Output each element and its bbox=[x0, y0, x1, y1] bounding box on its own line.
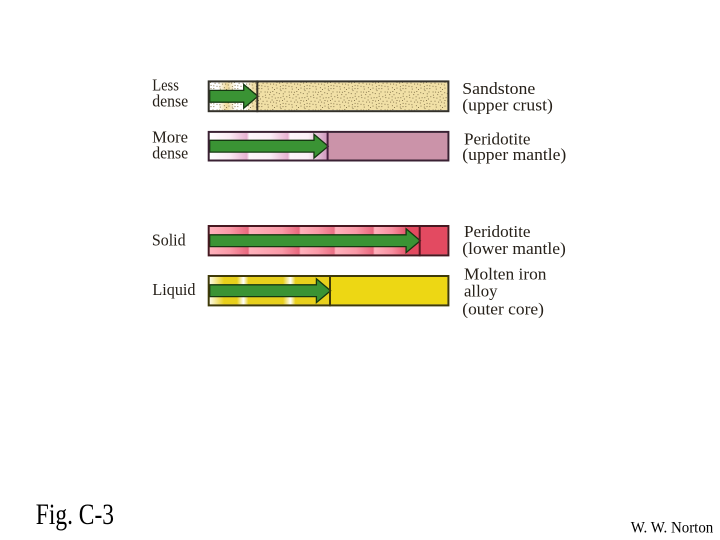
svg-text:Molten iron: Molten iron bbox=[464, 265, 547, 284]
svg-text:(outer core): (outer core) bbox=[462, 300, 544, 319]
svg-text:Fig. C-3: Fig. C-3 bbox=[36, 499, 114, 531]
svg-text:Liquid: Liquid bbox=[152, 280, 196, 299]
svg-text:Solid: Solid bbox=[152, 231, 186, 250]
svg-text:dense: dense bbox=[152, 144, 188, 163]
svg-text:(upper mantle): (upper mantle) bbox=[462, 145, 566, 164]
svg-text:W. W. Norton: W. W. Norton bbox=[631, 520, 714, 537]
svg-text:Peridotite: Peridotite bbox=[464, 222, 531, 241]
svg-text:Less: Less bbox=[152, 75, 179, 94]
svg-text:Peridotite: Peridotite bbox=[464, 130, 531, 149]
svg-text:alloy: alloy bbox=[464, 281, 498, 300]
svg-text:(upper crust): (upper crust) bbox=[462, 96, 553, 115]
svg-text:(lower mantle): (lower mantle) bbox=[462, 239, 566, 258]
svg-text:dense: dense bbox=[152, 92, 188, 111]
svg-text:Sandstone: Sandstone bbox=[462, 79, 535, 98]
svg-text:More: More bbox=[152, 127, 188, 146]
